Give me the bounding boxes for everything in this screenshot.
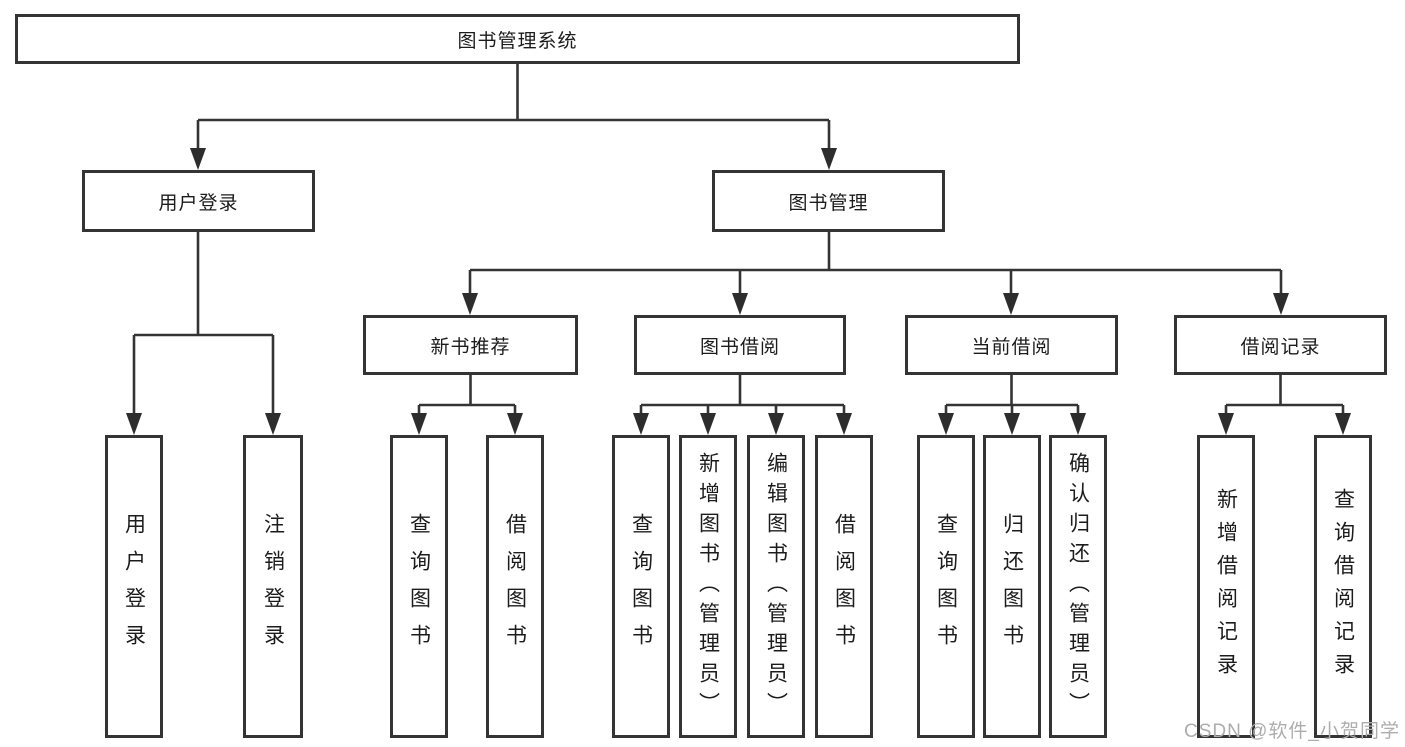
node-label: 编辑图书（管理员） xyxy=(764,451,788,722)
node-label: 新书推荐 xyxy=(430,336,511,358)
node-label: 归还图书 xyxy=(1000,512,1024,661)
node-label: 借阅图书 xyxy=(503,512,527,661)
leaf-edit-books-admin: 编辑图书（管理员） xyxy=(747,435,805,738)
node-borrow-records: 借阅记录 xyxy=(1174,315,1387,375)
node-label: 查询图书 xyxy=(407,512,431,661)
leaf-add-borrow-record: 新增借阅记录 xyxy=(1197,435,1255,738)
leaf-borrow-books-1: 借阅图书 xyxy=(486,435,544,738)
leaf-confirm-return-admin: 确认归还（管理员） xyxy=(1049,435,1107,738)
node-label: 查询借阅记录 xyxy=(1331,487,1355,686)
node-label: 图书管理系统 xyxy=(457,30,578,52)
node-label: 用户登录 xyxy=(122,512,146,661)
node-label: 用户登录 xyxy=(158,192,239,214)
leaf-query-books-1: 查询图书 xyxy=(390,435,448,738)
leaf-return-books: 归还图书 xyxy=(983,435,1041,738)
node-label: 新增借阅记录 xyxy=(1214,487,1238,686)
node-book-management: 图书管理 xyxy=(712,170,945,232)
leaf-logout: 注销登录 xyxy=(243,435,303,738)
node-user-login: 用户登录 xyxy=(82,170,315,232)
node-root-book-management-system: 图书管理系统 xyxy=(15,14,1020,64)
leaf-add-books-admin: 新增图书（管理员） xyxy=(679,435,737,738)
node-book-borrowing: 图书借阅 xyxy=(634,315,846,375)
leaf-query-books-2: 查询图书 xyxy=(612,435,670,738)
node-label: 借阅记录 xyxy=(1240,336,1321,358)
leaf-borrow-books-2: 借阅图书 xyxy=(815,435,873,738)
node-label: 查询图书 xyxy=(934,512,958,661)
node-label: 图书借阅 xyxy=(699,336,780,358)
node-label: 注销登录 xyxy=(261,512,285,661)
node-label: 借阅图书 xyxy=(832,512,856,661)
leaf-user-login: 用户登录 xyxy=(105,435,163,738)
leaf-query-borrow-record: 查询借阅记录 xyxy=(1314,435,1372,738)
node-label: 确认归还（管理员） xyxy=(1066,451,1090,722)
node-new-book-recommend: 新书推荐 xyxy=(363,315,578,375)
node-label: 查询图书 xyxy=(629,512,653,661)
csdn-watermark: CSDN @软件_小贺同学 xyxy=(1184,721,1400,742)
node-label: 图书管理 xyxy=(788,192,869,214)
node-label: 新增图书（管理员） xyxy=(696,451,720,722)
leaf-query-books-3: 查询图书 xyxy=(917,435,975,738)
node-label: 当前借阅 xyxy=(971,336,1052,358)
node-current-borrowing: 当前借阅 xyxy=(905,315,1118,375)
